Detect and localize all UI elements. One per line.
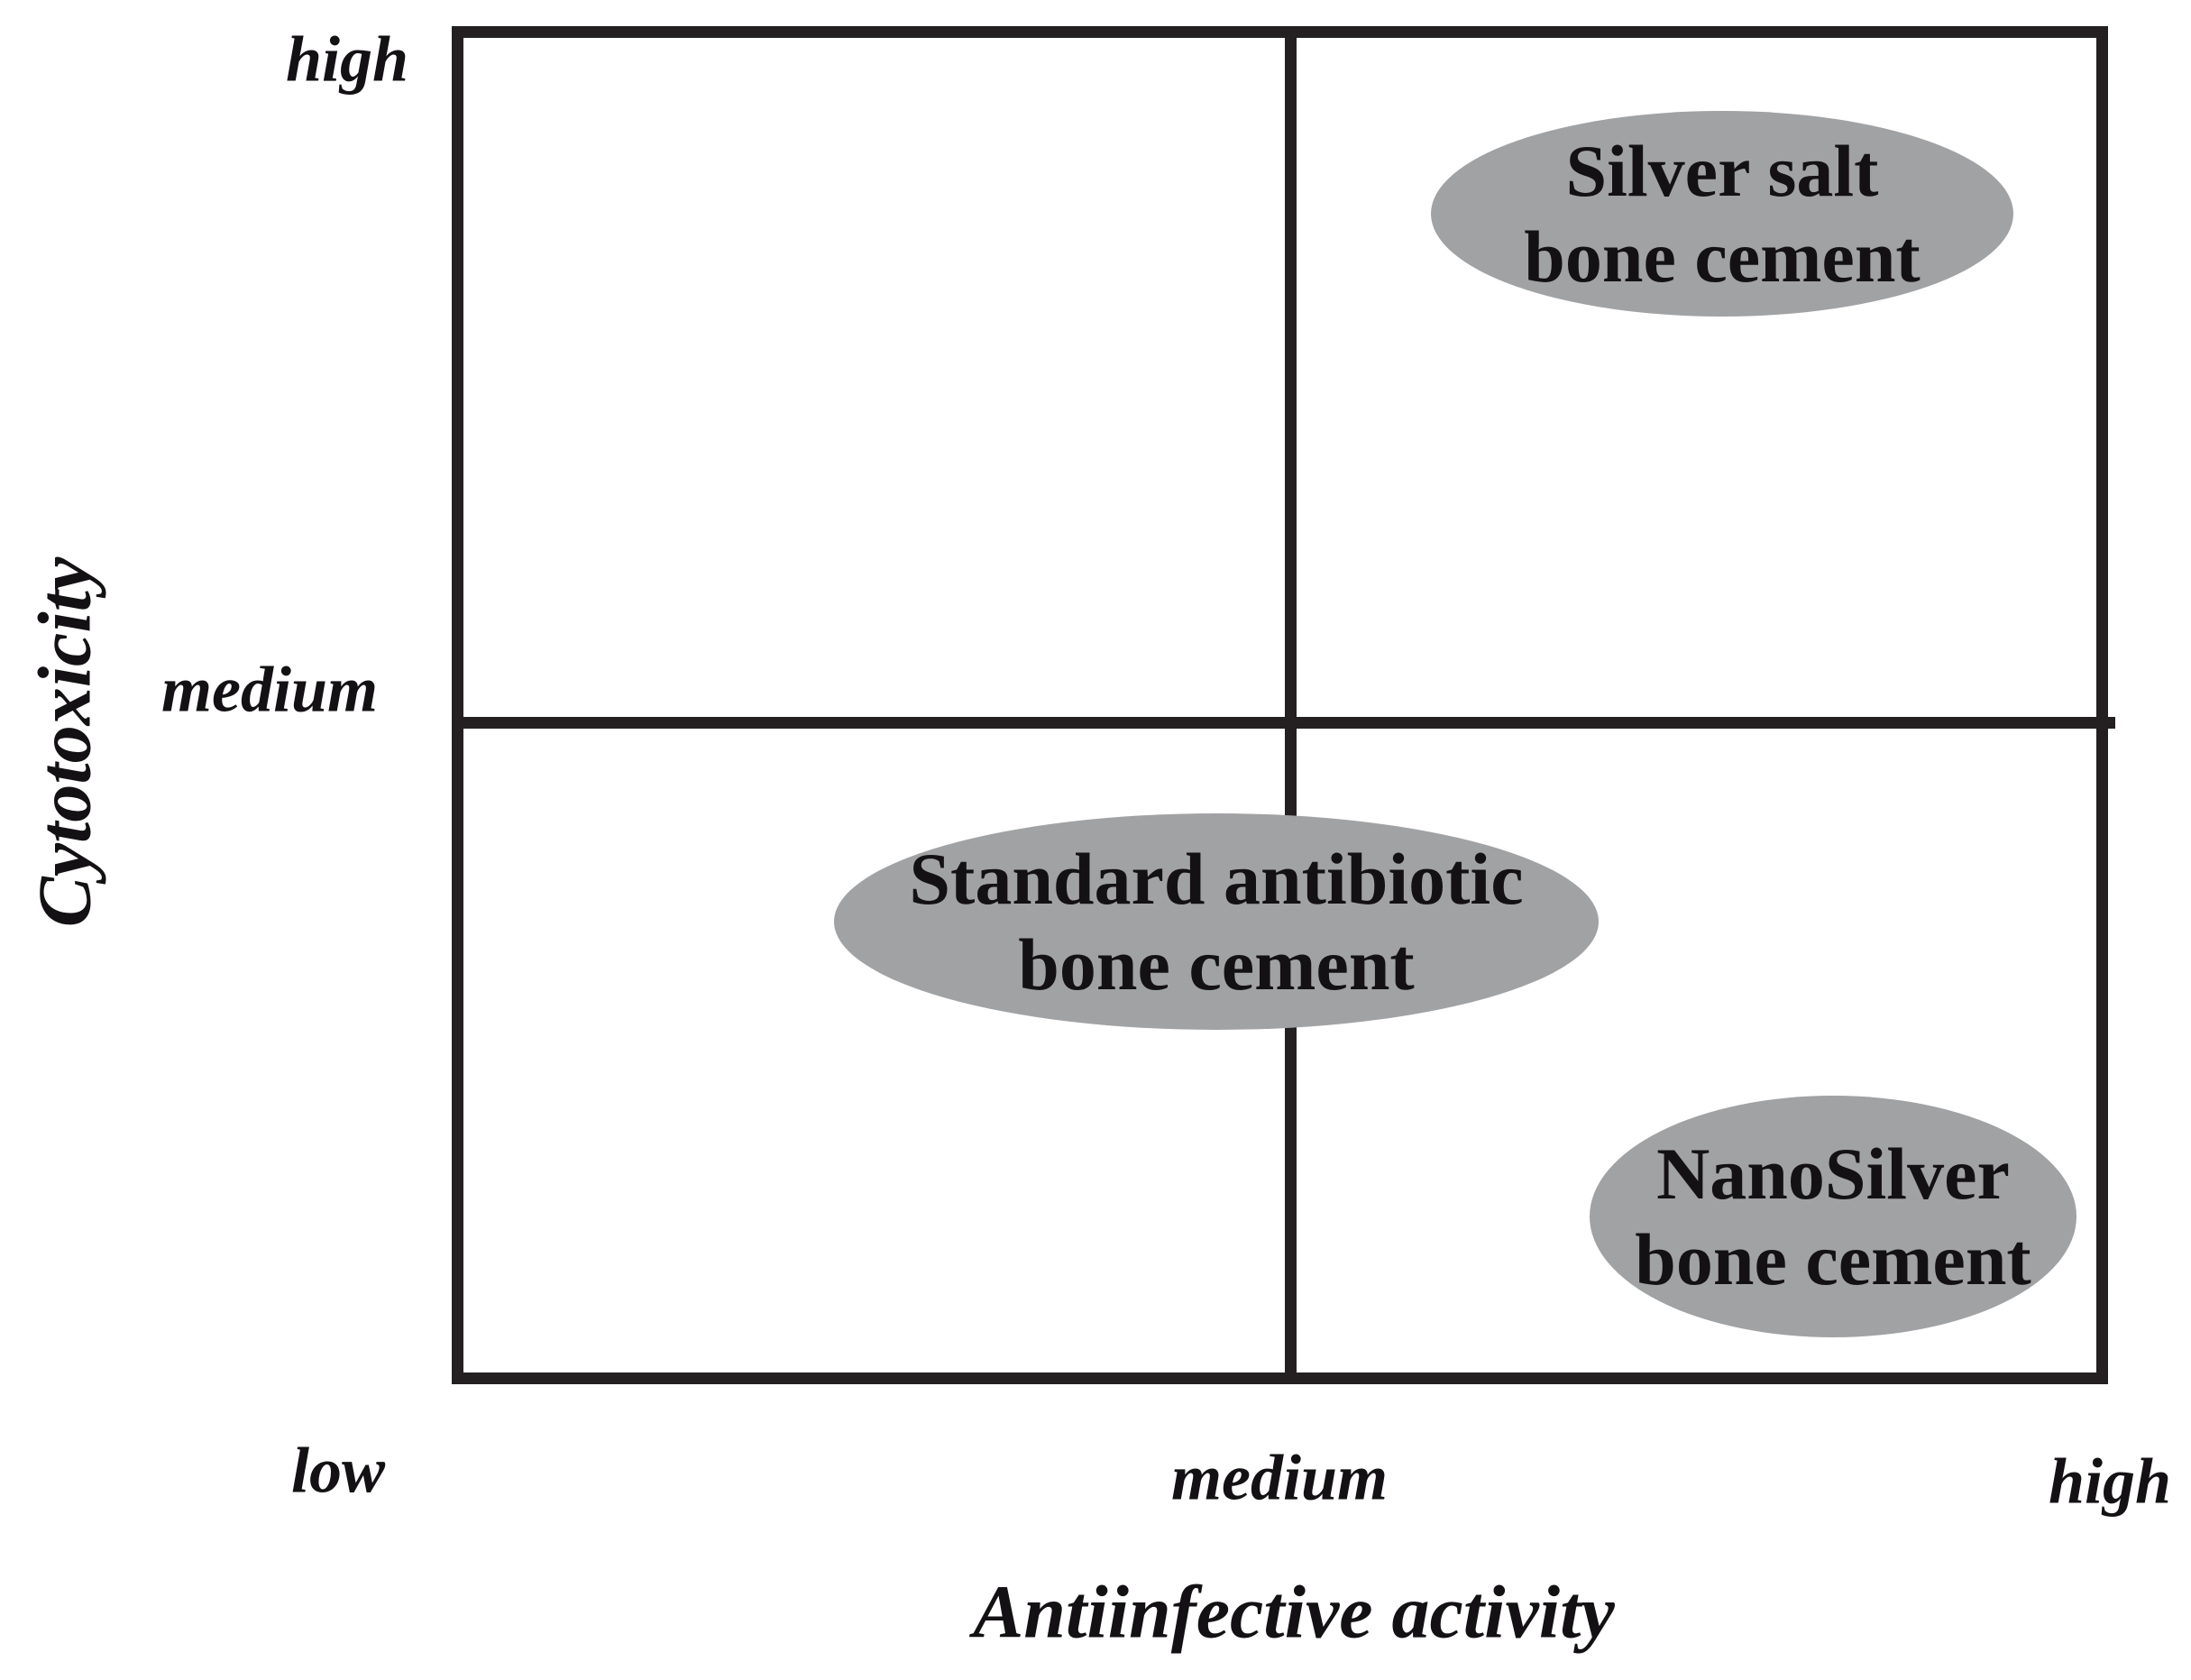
x-tick-medium: medium (1170, 1441, 1389, 1514)
y-tick-medium: medium (160, 653, 379, 726)
x-tick-high: high (2048, 1445, 2172, 1518)
bubble-label-line: Standard antibiotic (909, 838, 1524, 920)
x-tick-low: low (290, 1434, 386, 1507)
quadrant-vertical-divider (1285, 26, 1297, 1384)
bubble-label-line: bone cement (1524, 216, 1921, 298)
bubble-standard-antibiotic-bone-cement: Standard antibiotic bone cement (834, 813, 1599, 1030)
bubble-label-line: bone cement (1635, 1218, 2031, 1300)
y-axis-title: Cytotoxicity (23, 556, 107, 928)
plot-area (452, 26, 2108, 1384)
quadrant-horizontal-divider (452, 717, 2115, 729)
bubble-silver-salt-bone-cement: Silver salt bone cement (1431, 111, 2013, 317)
bubble-label-line: NanoSilver (1656, 1133, 2010, 1215)
bubble-nanosilver-bone-cement: NanoSilver bone cement (1590, 1096, 2076, 1337)
bubble-label-line: Silver salt (1565, 130, 1879, 212)
y-tick-high: high (285, 23, 409, 96)
x-axis-title: Antiinfective activity (973, 1570, 1615, 1655)
bubble-label-line: bone cement (1018, 923, 1415, 1005)
